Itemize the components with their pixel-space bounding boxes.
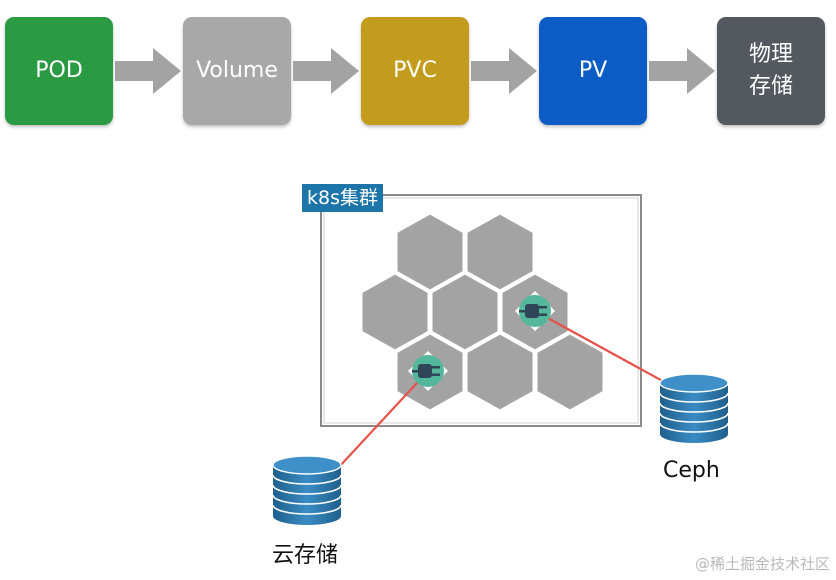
cloud-storage-label: 云存储	[272, 543, 339, 568]
flow-step-volume-label: Volume	[196, 58, 278, 83]
flow-step-physical-storage: 物理 存储	[717, 17, 825, 125]
plug-icon	[408, 351, 448, 391]
cluster-label: k8s集群	[302, 184, 383, 212]
flow-step-pvc: PVC	[361, 17, 469, 125]
ceph-label: Ceph	[663, 458, 720, 483]
cluster-node-hex	[534, 331, 606, 413]
cloud-storage-database-icon	[272, 455, 342, 525]
flow-step-volume: Volume	[183, 17, 291, 125]
cluster-node-hex	[464, 331, 536, 413]
watermark: @稀土掘金技术社区	[694, 555, 830, 573]
cloud-link-line	[338, 370, 429, 468]
flow-step-pv-label: PV	[578, 58, 608, 83]
ceph-link-line	[534, 310, 669, 385]
ceph-database-icon	[659, 373, 729, 443]
flow-step-pod: POD	[5, 17, 113, 125]
arrow-right-icon	[649, 48, 715, 94]
flow-step-pvc-label: PVC	[393, 58, 437, 83]
plug-icon	[515, 291, 555, 331]
flow-step-pod-label: POD	[35, 58, 83, 83]
flow-step-pv: PV	[539, 17, 647, 125]
arrow-right-icon	[293, 48, 359, 94]
arrow-right-icon	[471, 48, 537, 94]
arrow-right-icon	[115, 48, 181, 94]
flow-step-physical-storage-label: 物理 存储	[748, 42, 793, 99]
